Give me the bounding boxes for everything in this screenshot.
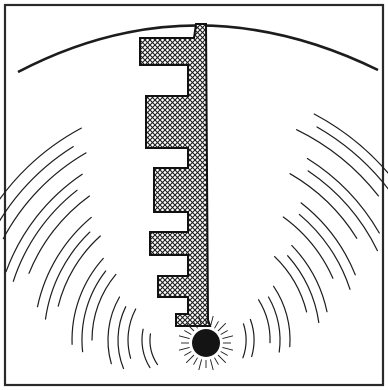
wave-line [275, 257, 307, 312]
wave-line [259, 300, 271, 343]
wave-line [269, 297, 281, 352]
wave-line [0, 128, 81, 220]
wave-line [3, 153, 86, 239]
wave-line [108, 297, 120, 364]
sun-ray [215, 358, 219, 365]
sun-ray [210, 316, 213, 327]
sun-ray [222, 347, 233, 350]
sun-ray [179, 347, 190, 350]
wave-line [243, 324, 246, 358]
wave-line [292, 246, 327, 312]
wave-line [29, 196, 89, 273]
wave-line [314, 114, 388, 190]
wave-line [301, 203, 355, 275]
wave-line [72, 258, 103, 344]
wave-line [150, 334, 158, 365]
sun-ray [179, 336, 190, 339]
wave-line [46, 232, 90, 319]
sun-ray [184, 331, 191, 335]
wave-line [118, 307, 126, 369]
finned-column [140, 24, 210, 326]
wave-line [288, 256, 319, 323]
wave-line [142, 329, 150, 367]
wave-line [92, 274, 116, 340]
wave-line [274, 286, 290, 346]
wave-line [128, 309, 136, 358]
sun-ray [218, 323, 226, 331]
sun-ray [210, 359, 213, 370]
sun-ray [199, 359, 202, 370]
sun-ray [194, 358, 198, 365]
wave-line [307, 159, 379, 234]
wave-line [38, 217, 92, 306]
sun-ray [218, 355, 226, 363]
sun-icon [179, 316, 233, 370]
sun-ray [186, 355, 194, 363]
sun-ray [222, 336, 233, 339]
sun-ray [221, 352, 228, 356]
wave-line [250, 320, 254, 357]
wave-line [290, 174, 357, 239]
sun-ray [215, 321, 219, 328]
sun-ray [184, 352, 191, 356]
sun-ray [221, 331, 228, 335]
